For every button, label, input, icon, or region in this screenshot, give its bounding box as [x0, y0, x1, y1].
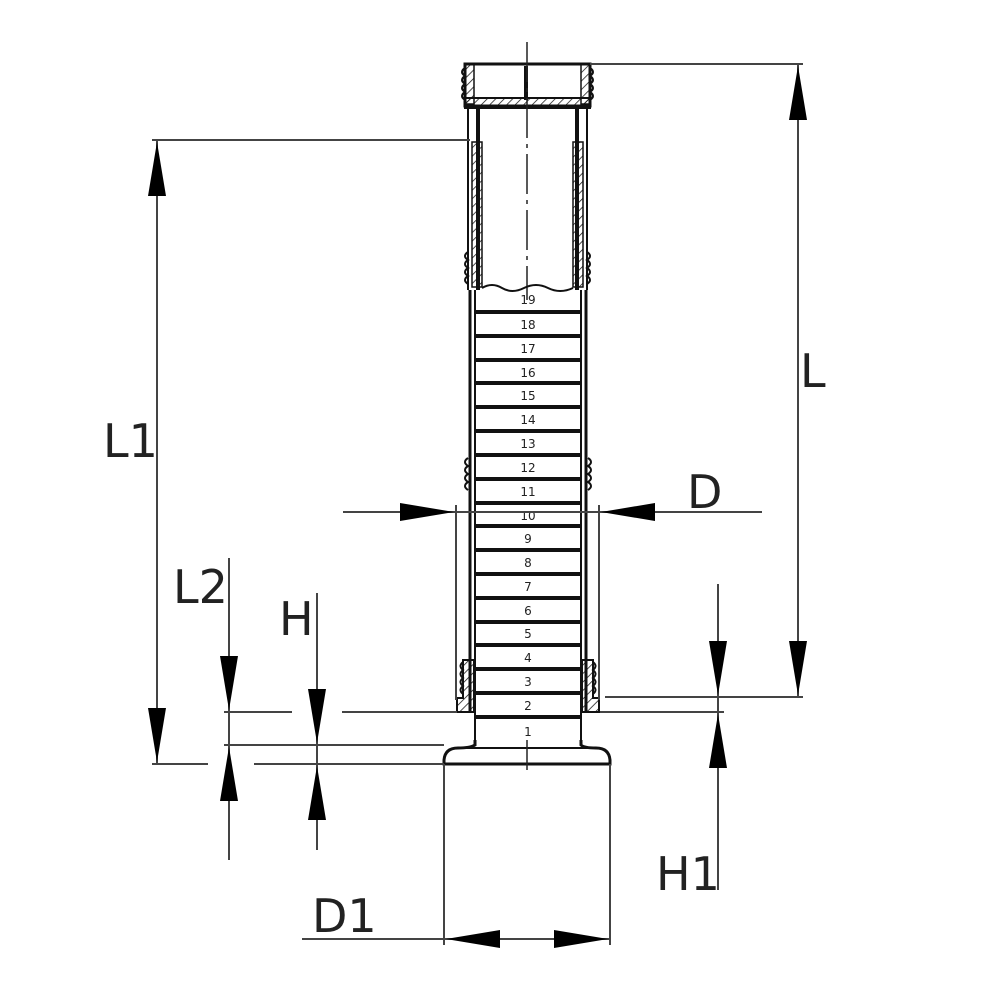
segment-15: 15 [520, 389, 535, 403]
arrow-up-icon [709, 714, 727, 768]
segment-7: 7 [524, 580, 532, 594]
segment-8: 8 [524, 556, 532, 570]
segment-3: 3 [524, 675, 532, 689]
segment-2: 2 [524, 699, 532, 713]
arrow-down-icon [148, 708, 166, 762]
arrow-up-icon [148, 142, 166, 196]
segment-16: 16 [520, 366, 535, 380]
arrow-up-icon [220, 747, 238, 801]
arrow-down-icon [709, 641, 727, 695]
segment-18: 18 [520, 318, 535, 332]
label-L1: L1 [103, 414, 158, 468]
base-foot [442, 740, 612, 770]
segment-6: 6 [524, 604, 532, 618]
label-H: H [279, 592, 314, 646]
label-L2: L2 [173, 560, 228, 614]
label-D1: D1 [312, 889, 377, 943]
segment-12: 12 [520, 461, 535, 475]
segment-9: 9 [524, 532, 532, 546]
arrow-down-icon [308, 689, 326, 743]
segment-1: 1 [524, 725, 532, 739]
segment-5: 5 [524, 627, 532, 641]
segmented-column [464, 290, 592, 745]
label-D: D [687, 465, 722, 519]
arrow-left-icon [446, 930, 500, 948]
dimensions [148, 63, 807, 948]
dimension-labels: L L1 L2 H H1 D D1 [103, 344, 826, 943]
arrow-down-icon [220, 656, 238, 710]
segment-4: 4 [524, 651, 532, 665]
segment-17: 17 [520, 342, 535, 356]
arrow-down-icon [789, 641, 807, 695]
arrow-up-icon [308, 766, 326, 820]
upper-tube [464, 108, 591, 292]
segment-11: 11 [520, 485, 535, 499]
label-L: L [800, 344, 826, 398]
segment-14: 14 [520, 413, 535, 427]
segment-19: 19 [520, 293, 535, 307]
arrow-right-icon [400, 503, 454, 521]
arrow-left-icon [601, 503, 655, 521]
arrow-right-icon [554, 930, 608, 948]
label-H1: H1 [656, 847, 720, 901]
arrow-up-icon [789, 66, 807, 120]
segment-13: 13 [520, 437, 535, 451]
